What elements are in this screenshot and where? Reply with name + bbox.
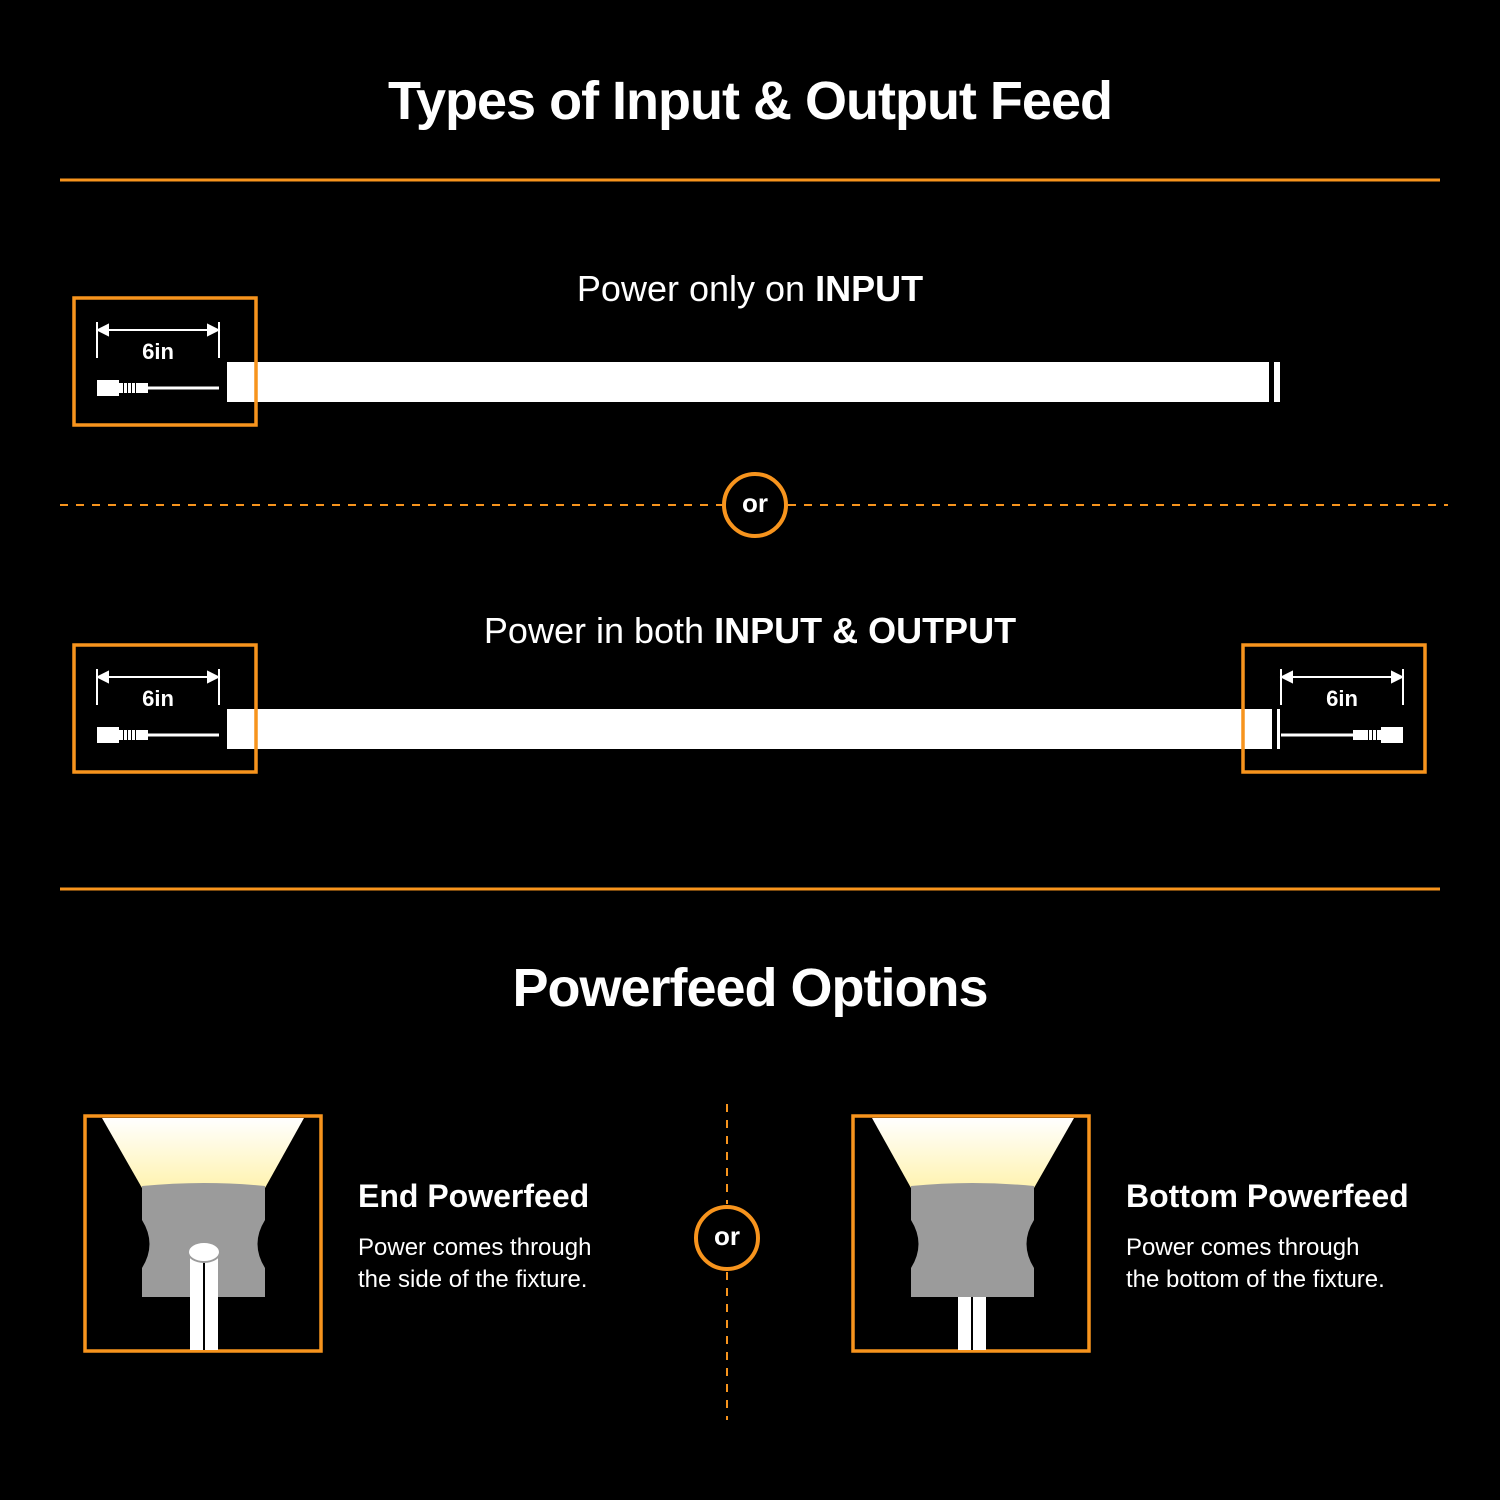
option-frame — [83, 1114, 323, 1353]
description-line: Power comes through — [358, 1234, 592, 1261]
connector-icon — [97, 727, 148, 743]
or-label: or — [742, 488, 768, 518]
input-highlight-box — [72, 643, 258, 774]
dimension-arrow — [1279, 669, 1405, 705]
input-only-caption: Power only on INPUT — [576, 268, 924, 309]
dimension-label: 6in — [142, 339, 174, 364]
both-caption: Power in both INPUT & OUTPUT — [483, 610, 1017, 651]
option-frame — [851, 1114, 1091, 1353]
fixture-housing — [911, 1183, 1034, 1297]
connector-icon — [1353, 727, 1403, 743]
main-title: Types of Input & Output Feed — [388, 71, 1113, 131]
dimension-label: 6in — [1326, 686, 1358, 711]
description-line: the side of the fixture. — [358, 1266, 588, 1293]
description-line: the bottom of the fixture. — [1126, 1266, 1385, 1293]
or-label: or — [714, 1221, 740, 1251]
fixture-housing — [142, 1183, 265, 1297]
both-diagram — [72, 643, 1427, 774]
end-powerfeed-illustration — [83, 1114, 323, 1353]
strip-end-cap — [1272, 709, 1277, 749]
or-badge — [722, 472, 788, 538]
dimension-arrow — [95, 322, 221, 358]
led-strip — [222, 709, 1280, 749]
bottom-powerfeed-illustration — [851, 1114, 1091, 1353]
output-highlight-box — [1241, 643, 1427, 774]
or-badge — [694, 1205, 760, 1271]
cable-end — [187, 1241, 221, 1263]
bottom-powerfeed-title: Bottom Powerfeed — [1126, 1178, 1409, 1214]
dimension-arrow — [95, 669, 221, 705]
powerfeed-title: Powerfeed Options — [512, 958, 988, 1018]
input-highlight-box — [72, 296, 258, 427]
light-glow — [872, 1118, 1074, 1188]
strip-end-cap — [222, 709, 227, 749]
end-powerfeed-description: Power comes through the side of the fixt… — [358, 1232, 678, 1296]
end-powerfeed-title: End Powerfeed — [358, 1178, 590, 1214]
light-glow — [102, 1118, 304, 1188]
dimension-label: 6in — [142, 686, 174, 711]
input-only-diagram — [72, 296, 1280, 427]
connector-icon — [97, 380, 148, 396]
description-line: Power comes through — [1126, 1234, 1360, 1261]
strip-end-cap — [222, 362, 227, 402]
led-strip — [222, 362, 1280, 402]
bottom-powerfeed-description: Power comes through the bottom of the fi… — [1126, 1232, 1466, 1296]
strip-end-cap — [1269, 362, 1274, 402]
